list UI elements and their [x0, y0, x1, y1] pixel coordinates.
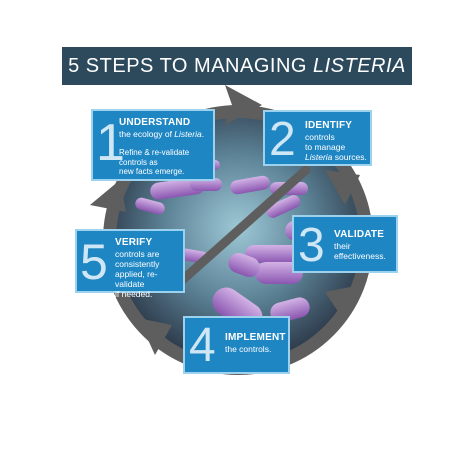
step-1-number: 1: [96, 114, 125, 172]
step-3-text: their effectiveness.: [334, 241, 386, 261]
step-5-box: 5 VERIFY controls are consistently appli…: [75, 229, 185, 299]
step-1-heading: UNDERSTAND: [119, 117, 191, 128]
step-3-heading: VALIDATE: [334, 229, 385, 240]
step-2-box: 2 IDENTIFY controls to manage Listeria s…: [263, 110, 372, 166]
arrow-2-to-3: [325, 170, 360, 205]
arrow-3-to-4: [325, 285, 360, 322]
step-1-text: the ecology of Listeria.: [119, 129, 205, 139]
step-5-number: 5: [80, 234, 108, 290]
step-1-box: 1 UNDERSTAND the ecology of Listeria. Re…: [91, 109, 215, 181]
step-3-box: 3 VALIDATE their effectiveness.: [292, 215, 398, 273]
step-1-note: Refine & re-validate controls as new fac…: [119, 148, 190, 176]
step-4-text: the controls.: [225, 344, 272, 354]
step-2-heading: IDENTIFY: [305, 120, 353, 131]
step-4-box: 4 IMPLEMENT the controls.: [183, 316, 290, 374]
step-5-heading: VERIFY: [115, 237, 153, 248]
step-2-number: 2: [269, 113, 296, 166]
diagonal-arrow: [173, 165, 311, 289]
arrow-1-to-2: [225, 85, 262, 125]
title-main: 5 STEPS TO MANAGING: [68, 54, 307, 77]
step-3-number: 3: [298, 219, 325, 272]
step-4-heading: IMPLEMENT: [225, 332, 286, 343]
arrow-5-to-1: [90, 180, 126, 212]
step-5-text: controls are consistently applied, re-va…: [115, 249, 160, 299]
arrow-4-to-5: [138, 318, 172, 355]
step-4-number: 4: [189, 319, 216, 372]
title-italic: LISTERIA: [312, 54, 406, 77]
step-2-text: controls to manage Listeria sources.: [305, 132, 367, 162]
